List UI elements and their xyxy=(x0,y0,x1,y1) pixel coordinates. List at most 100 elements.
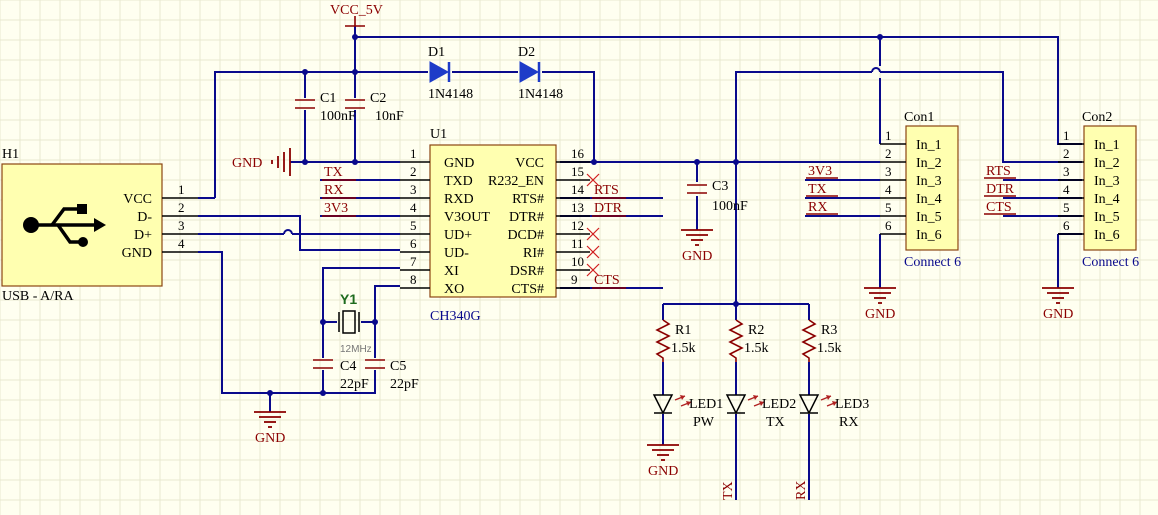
u1-pin-number: 5 xyxy=(410,218,417,233)
con2-pin-number: 5 xyxy=(1063,200,1070,215)
h1-pin-label: D+ xyxy=(134,228,152,243)
u1-pin-label: XI xyxy=(444,264,459,279)
con1-pin-number: 5 xyxy=(885,200,892,215)
no-connect-marks xyxy=(586,173,600,277)
resistor-3: R3 1.5k xyxy=(801,319,842,362)
con1-pin-label: In_5 xyxy=(916,210,942,225)
gnd-symbol-led1: GND xyxy=(647,444,679,479)
u1-net-label-right: RTS xyxy=(594,183,619,198)
u1-pin-number: 15 xyxy=(571,164,584,179)
con1-pin-number: 1 xyxy=(885,128,892,143)
u1-pin-number: 11 xyxy=(571,236,584,251)
connector-con2: Con21In_12In_23In_3RTS4In_4DTR5In_5CTS6I… xyxy=(984,110,1139,270)
con1-net-label: TX xyxy=(808,182,827,197)
gnd-label-left: GND xyxy=(232,156,262,171)
u1-pin-number: 10 xyxy=(571,254,584,269)
con1-ref: Con1 xyxy=(904,110,934,125)
c5-value: 22pF xyxy=(390,377,419,392)
resistor-ref: R3 xyxy=(821,323,837,338)
u1-pin-number: 12 xyxy=(571,218,584,233)
u1-ref: U1 xyxy=(430,127,447,142)
con2-ref: Con2 xyxy=(1082,110,1112,125)
u1-pin-number: 4 xyxy=(410,200,417,215)
con1-net-label: 3V3 xyxy=(808,164,832,179)
resistor-value: 1.5k xyxy=(744,341,769,356)
u1-pin-label: TXD xyxy=(444,174,473,189)
c5-ref: C5 xyxy=(390,359,406,374)
u1-pin-label: R232_EN xyxy=(488,174,544,189)
c2-ref: C2 xyxy=(370,91,386,106)
u1-pin-number: 1 xyxy=(410,146,417,161)
resistor-1: R11.5k xyxy=(655,319,696,362)
bottom-net-labels: TX RX xyxy=(721,481,809,500)
u1-pin-label: DCD# xyxy=(507,228,544,243)
led-label: TX xyxy=(766,415,785,430)
u1-net-label-right: CTS xyxy=(594,273,620,288)
resistor-value: 1.5k xyxy=(817,341,842,356)
resistor-value: 1.5k xyxy=(671,341,696,356)
d1-ref: D1 xyxy=(428,45,445,60)
u1-pin-label: UD- xyxy=(444,246,469,261)
gnd-symbol-left: GND xyxy=(232,148,291,176)
d1-value: 1N4148 xyxy=(428,87,473,102)
u1-pin-number: 9 xyxy=(571,272,578,287)
u1-pin-number: 14 xyxy=(571,182,585,197)
u1-pin-label: XO xyxy=(444,282,464,297)
vcc5v-power-port: VCC_5V xyxy=(330,3,383,27)
gnd-symbol-c3-label: GND xyxy=(682,249,712,264)
d2-ref: D2 xyxy=(518,45,535,60)
con2-pin-number: 1 xyxy=(1063,128,1070,143)
con2-net-label: DTR xyxy=(986,182,1015,197)
capacitor-c5: C5 22pF xyxy=(365,359,419,392)
d2-value: 1N4148 xyxy=(518,87,563,102)
con1-net-label: RX xyxy=(808,200,827,215)
c1-value: 100nF xyxy=(320,109,356,124)
h1-pin-number: 4 xyxy=(178,236,185,251)
h1-pin-label: GND xyxy=(122,246,152,261)
u1-pin-label: VCC xyxy=(515,156,544,171)
led-label: PW xyxy=(693,415,715,430)
c2-value: 10nF xyxy=(375,109,404,124)
con2-net-label: RTS xyxy=(986,164,1011,179)
crystal-y1: Y1 12MHz xyxy=(338,291,372,355)
led-ref: LED2 xyxy=(762,397,796,412)
u1-part: CH340G xyxy=(430,309,481,324)
usb-icon xyxy=(23,204,106,247)
con2-pin-label: In_1 xyxy=(1094,138,1120,153)
con2-pin-label: In_6 xyxy=(1094,228,1120,243)
junctions xyxy=(267,34,883,396)
capacitor-c4: C4 22pF xyxy=(313,359,369,392)
y1-value: 12MHz xyxy=(340,344,372,355)
c3-value: 100nF xyxy=(712,199,748,214)
resistor-2: R2 1.5k xyxy=(728,319,769,362)
con2-net-label: CTS xyxy=(986,200,1012,215)
con1-pin-number: 3 xyxy=(885,164,892,179)
diode-d2: D2 1N4148 xyxy=(518,45,563,102)
u1-pin-label: RI# xyxy=(523,246,544,261)
diode-d1: D1 1N4148 xyxy=(428,45,473,102)
con1-name: Connect 6 xyxy=(904,255,961,270)
gnd-symbol-c3: GND xyxy=(681,229,713,264)
c4-value: 22pF xyxy=(340,377,369,392)
u1-pin-number: 8 xyxy=(410,272,417,287)
bottom-net-tx: TX xyxy=(721,481,736,500)
gnd-symbol-con2-label: GND xyxy=(1043,307,1073,322)
u1-pin-number: 7 xyxy=(410,254,417,269)
resistor-ref: R2 xyxy=(748,323,764,338)
vcc5v-label: VCC_5V xyxy=(330,3,383,18)
h1-pin-label: VCC xyxy=(123,192,152,207)
c4-ref: C4 xyxy=(340,359,356,374)
bottom-net-rx: RX xyxy=(794,481,809,500)
led-ref: LED3 xyxy=(835,397,869,412)
con2-pin-number: 6 xyxy=(1063,218,1070,233)
u1-pin-label: RXD xyxy=(444,192,474,207)
con1-pin-number: 6 xyxy=(885,218,892,233)
ch340g-chip-u1: U1 1GND2TXD3RXD4V3OUT5UD+6UD-7XI8XO16VCC… xyxy=(400,127,590,324)
u1-net-label-left: TX xyxy=(324,165,343,180)
